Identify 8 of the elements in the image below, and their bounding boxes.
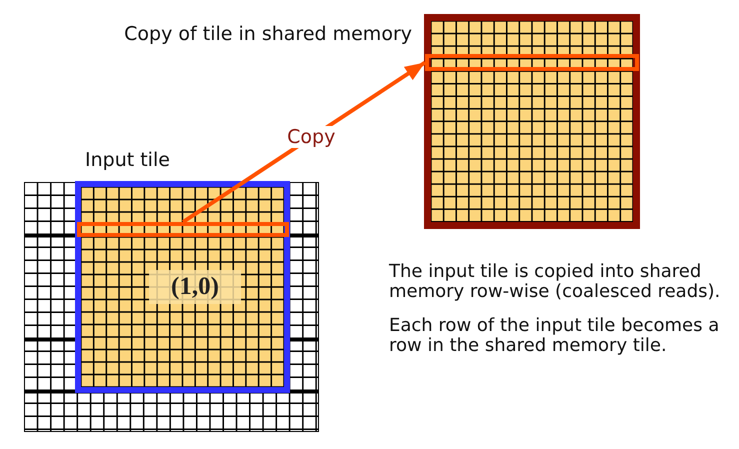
row-highlight <box>77 222 289 237</box>
note-paragraph: The input tile is copied into shared memory row-wise (coalesced reads). <box>389 262 722 302</box>
tile-heading: Input tile <box>85 149 170 171</box>
tile-heading: Copy of tile in shared memory <box>124 23 412 45</box>
arrow <box>182 60 426 224</box>
row-highlight <box>425 54 639 71</box>
note-paragraph: Each row of the input tile becomes a row in the shared memory tile. <box>389 316 720 356</box>
tile-index-label: (1,0) <box>149 270 241 304</box>
